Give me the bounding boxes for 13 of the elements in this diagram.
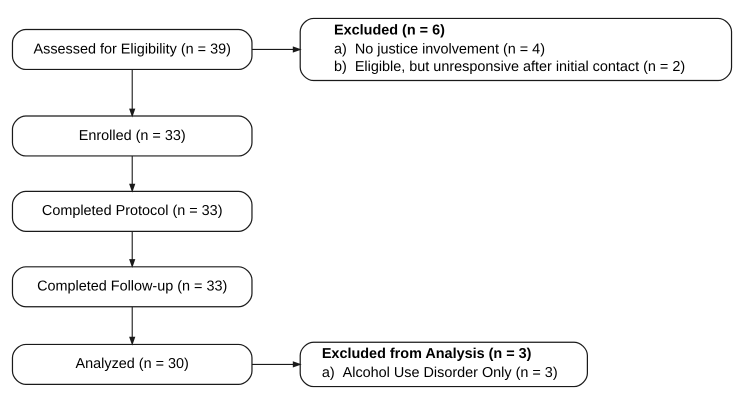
node-box: Excluded from Analysis (n = 3) a) Alcohol Use Disorder Only (n = 3) <box>300 342 588 388</box>
node-box: Excluded (n = 6) a) No justice involvement (n = 4) b) Eligible, but unresponsive after initial contact (n = 2) <box>300 18 732 82</box>
node-box: Analyzed (n = 30) <box>12 344 253 385</box>
arrow <box>129 156 136 193</box>
arrow <box>252 361 302 368</box>
node-box: Completed Protocol (n = 33) <box>12 190 253 232</box>
arrow <box>129 232 136 268</box>
node-box: Assessed for Eligibility (n = 39) <box>12 28 253 70</box>
arrow <box>252 46 302 53</box>
node-box: Enrolled (n = 33) <box>12 115 253 157</box>
arrow <box>129 306 136 346</box>
node-box: Completed Follow-up (n = 33) <box>12 266 253 308</box>
arrow <box>129 70 136 118</box>
